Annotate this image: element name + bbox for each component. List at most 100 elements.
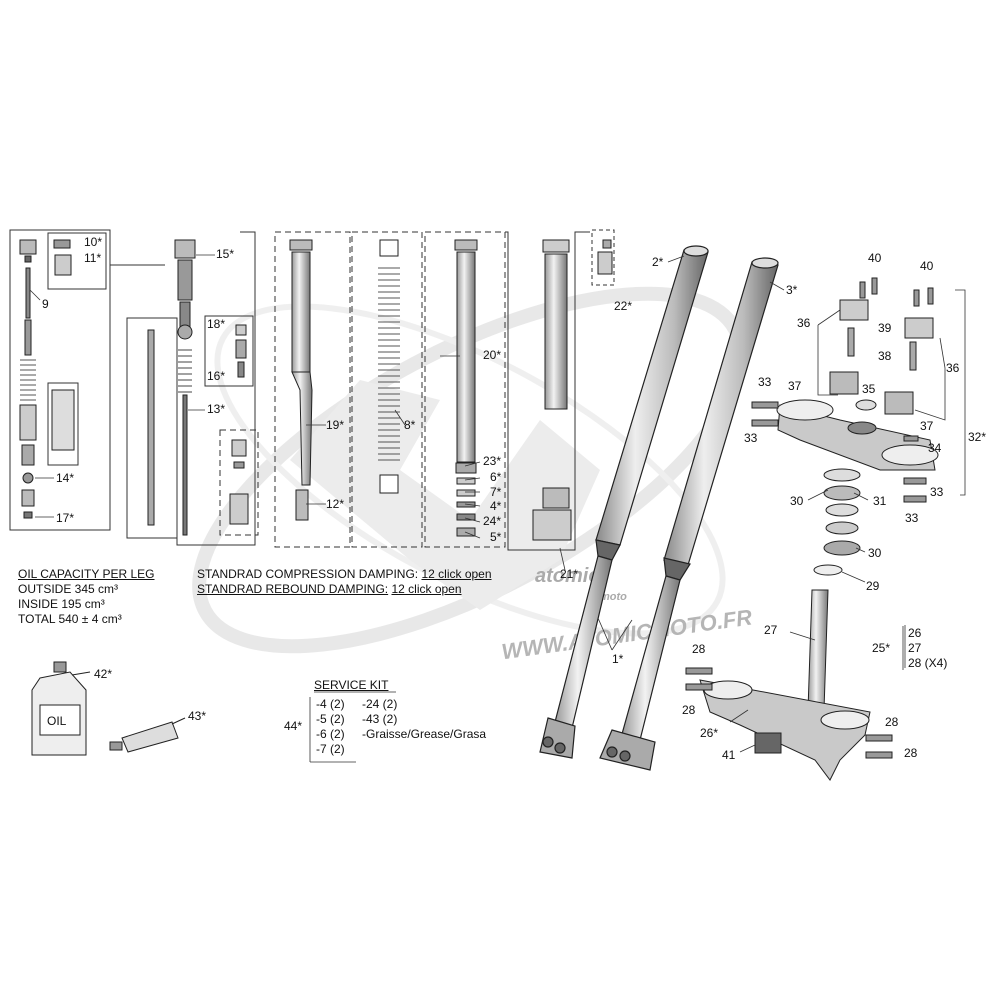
panel-outer-tube: [219, 231, 351, 548]
oil-capacity-heading: OIL CAPACITY PER LEG: [18, 567, 155, 581]
callout-25-27: 27: [908, 641, 922, 655]
rebound-damping: STANDRAD REBOUND DAMPING: 12 click open: [197, 582, 492, 597]
callout-24: 24*: [483, 514, 501, 528]
kit-item: -6 (2): [316, 727, 345, 741]
callout-34: 34: [928, 441, 942, 455]
watermark-url: WWW.ATOMICMOTO.FR: [500, 604, 754, 664]
kit-item: -43 (2): [362, 712, 398, 726]
callout-18: 18*: [207, 317, 225, 331]
callout-4: 4*: [490, 499, 502, 513]
callout-37a: 37: [788, 379, 802, 393]
steering-stem: [685, 401, 927, 781]
callout-36b: 36: [946, 361, 960, 375]
callout-38: 38: [878, 349, 892, 363]
callout-35: 35: [862, 382, 876, 396]
callout-1: 1*: [612, 652, 624, 666]
callout-41: 41: [722, 748, 736, 762]
panel-cartridge: [9, 229, 111, 531]
oil-inside: INSIDE 195 cm³: [18, 597, 105, 611]
callout-25-28: 28 (X4): [908, 656, 947, 670]
callout-28b: 28: [682, 703, 696, 717]
callout-28a: 28: [692, 642, 706, 656]
callout-5: 5*: [490, 530, 502, 544]
handlebar-clamps: [829, 277, 934, 415]
callout-44: 44*: [284, 719, 302, 733]
callout-43: 43*: [188, 709, 206, 723]
callout-32: 32*: [968, 430, 986, 444]
service-kit-col1: -4 (2) -5 (2) -6 (2) -7 (2): [316, 697, 345, 757]
callout-7: 7*: [490, 485, 502, 499]
callout-23: 23*: [483, 454, 501, 468]
callout-40b: 40: [920, 259, 934, 273]
callout-30b: 30: [868, 546, 882, 560]
callout-26: 26*: [700, 726, 718, 740]
callout-20: 20*: [483, 348, 501, 362]
callout-2: 2*: [652, 255, 664, 269]
callout-25-26: 26: [908, 626, 922, 640]
callout-9: 9: [42, 297, 49, 311]
outer-tube-parts: [229, 239, 313, 525]
service-kit-col2: -24 (2) -43 (2) -Graisse/Grease/Grasa: [362, 697, 486, 742]
oil-total: TOTAL 540 ± 4 cm³: [18, 612, 122, 626]
callout-15: 15*: [216, 247, 234, 261]
callout-42: 42*: [94, 667, 112, 681]
bearings: [813, 468, 861, 576]
service-kit-title: SERVICE KIT: [314, 678, 389, 692]
callout-22: 22*: [614, 299, 632, 313]
oil-bottle-label: OIL: [47, 714, 67, 728]
compression-damping-label: STANDRAD COMPRESSION DAMPING:: [197, 567, 419, 581]
kit-item: -4 (2): [316, 697, 345, 711]
rebound-damping-label: STANDRAD REBOUND DAMPING:: [197, 582, 389, 596]
callout-28d: 28: [904, 746, 918, 760]
callout-19: 19*: [326, 418, 344, 432]
callout-37b: 37: [920, 419, 934, 433]
kit-item: -5 (2): [316, 712, 345, 726]
watermark-brand: atomic: [535, 565, 599, 587]
oil-bottle: [31, 661, 87, 756]
callout-33a: 33: [758, 375, 772, 389]
callout-33b: 33: [744, 431, 758, 445]
panel-bleed-screw: [591, 229, 615, 286]
callout-16: 16*: [207, 369, 225, 383]
compression-damping-value: 12 click open: [421, 567, 492, 581]
oil-outside: OUTSIDE 345 cm³: [18, 582, 119, 596]
callout-28c: 28: [885, 715, 899, 729]
callout-21: 21*: [560, 567, 578, 581]
damper-rod-parts: [147, 239, 247, 536]
panel-inner-tube: [424, 231, 590, 551]
fork-leg-right: [599, 257, 779, 771]
callout-11: 11*: [84, 251, 101, 265]
grease-tube: [71, 671, 186, 753]
top-clamp: [776, 399, 939, 471]
callout-25: 25*: [872, 641, 890, 655]
watermark-sub: moto: [600, 591, 627, 603]
callout-14: 14*: [56, 471, 74, 485]
callout-33c: 33: [930, 485, 944, 499]
callout-6: 6*: [490, 470, 502, 484]
callout-36a: 36: [797, 316, 811, 330]
callout-30a: 30: [790, 494, 804, 508]
callout-33d: 33: [905, 511, 919, 525]
callout-40a: 40: [868, 251, 882, 265]
callout-27: 27: [764, 623, 778, 637]
fork-leg-left: [539, 245, 709, 759]
compression-damping: STANDRAD COMPRESSION DAMPING: 12 click o…: [197, 567, 492, 582]
callout-10: 10*: [84, 235, 102, 249]
cartridge-parts: [19, 239, 75, 519]
callout-31: 31: [873, 494, 887, 508]
callout-29: 29: [866, 579, 880, 593]
rebound-damping-value: 12 click open: [391, 582, 462, 596]
kit-item: -24 (2): [362, 697, 398, 711]
kit-item: -7 (2): [316, 742, 345, 756]
spring-parts: [378, 239, 400, 494]
callout-12: 12*: [326, 497, 344, 511]
callout-17: 17*: [56, 511, 74, 525]
service-kit-table: [309, 691, 396, 763]
callout-8: 8*: [404, 418, 416, 432]
callout-39: 39: [878, 321, 892, 335]
kit-item: -Graisse/Grease/Grasa: [362, 727, 487, 741]
callout-labels: 10* 11* 9 14* 17* 15* 18* 16* 13* 19* 12…: [42, 235, 986, 762]
panel-spring: [351, 231, 423, 548]
callout-3: 3*: [786, 283, 798, 297]
